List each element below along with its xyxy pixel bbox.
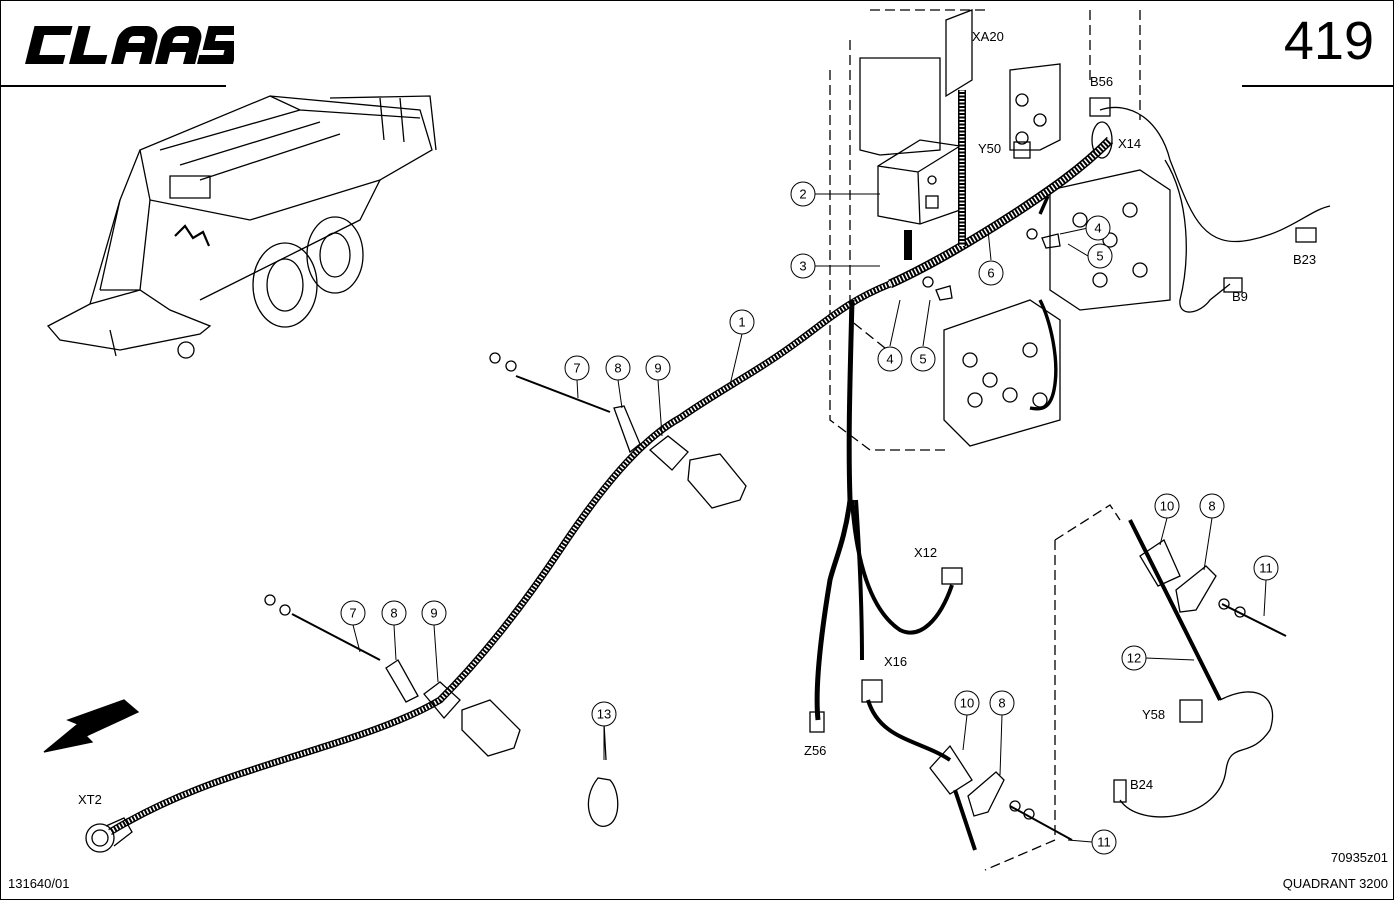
washer-4 <box>922 276 934 288</box>
callout-7-lower: 7 <box>340 600 366 626</box>
connector-x12 <box>941 567 963 585</box>
connector-b56 <box>1089 97 1111 117</box>
harness-clamp-lower <box>264 594 521 757</box>
svg-text:2: 2 <box>799 187 806 202</box>
valve-block-lower <box>943 299 1061 447</box>
harness-clamp-right <box>1119 519 1287 818</box>
callout-13: 13 <box>591 701 617 727</box>
svg-text:8: 8 <box>614 361 621 376</box>
label-x16: X16 <box>884 654 907 669</box>
callout-8-upper: 8 <box>605 355 631 381</box>
callout-1: 1 <box>729 309 755 335</box>
callout-11-bottom: 11 <box>1091 829 1117 855</box>
callout-7-upper: 7 <box>564 355 590 381</box>
harness-clamp-bottom <box>929 744 1073 851</box>
connector-y58 <box>1179 699 1203 723</box>
cable-tie <box>587 723 619 827</box>
connector-labels: XA20 B56 Y50 X14 B23 B9 X12 X16 Z56 Y58 … <box>78 29 1316 807</box>
callout-2: 2 <box>790 181 816 207</box>
label-b9: B9 <box>1232 289 1248 304</box>
connector-x14 <box>1091 121 1113 159</box>
connector-b23 <box>1295 227 1317 243</box>
label-y50: Y50 <box>978 141 1001 156</box>
svg-text:5: 5 <box>1096 249 1103 264</box>
baler-overview-sketch <box>46 95 437 359</box>
svg-text:11: 11 <box>1097 835 1111 850</box>
valve-block-upper <box>1009 63 1171 311</box>
harness-clamp-upper <box>489 352 747 509</box>
leader-lines <box>352 193 1267 843</box>
model-name: QUADRANT 3200 <box>1282 876 1388 891</box>
svg-text:1: 1 <box>738 315 745 330</box>
svg-text:13: 13 <box>597 707 611 722</box>
connector-x16 <box>861 679 883 703</box>
callout-5-upper: 5 <box>1087 243 1113 269</box>
xa20-module <box>945 9 973 98</box>
callout-5: 5 <box>910 346 936 372</box>
svg-text:5: 5 <box>919 352 926 367</box>
svg-text:8: 8 <box>998 696 1005 711</box>
svg-text:4: 4 <box>1094 221 1101 236</box>
svg-text:4: 4 <box>886 352 893 367</box>
connector-y50 <box>1013 141 1031 159</box>
frame-outline <box>829 9 1141 871</box>
washer-4-upper <box>1026 228 1038 240</box>
label-xa20: XA20 <box>972 29 1004 44</box>
label-b23: B23 <box>1293 252 1316 267</box>
claas-logo <box>25 26 234 64</box>
screw-5 <box>935 285 953 301</box>
screw-5-upper <box>1041 233 1061 249</box>
drawing-code: 70935z01 <box>1330 850 1388 865</box>
svg-text:9: 9 <box>430 606 437 621</box>
svg-text:7: 7 <box>349 606 356 621</box>
direction-arrow <box>43 699 140 753</box>
svg-text:10: 10 <box>960 696 974 711</box>
svg-text:7: 7 <box>573 361 580 376</box>
callout-8-right: 8 <box>1199 493 1225 519</box>
connector-z56 <box>809 711 825 733</box>
document-reference: 131640/01 <box>8 876 70 891</box>
callout-10-bottom: 10 <box>954 690 980 716</box>
callout-9-lower: 9 <box>421 600 447 626</box>
label-xt2: XT2 <box>78 792 102 807</box>
connector-b24 <box>1113 779 1127 803</box>
label-b56: B56 <box>1090 74 1113 89</box>
callout-3: 3 <box>790 253 816 279</box>
callout-9-upper: 9 <box>645 355 671 381</box>
callout-8-bottom: 8 <box>989 690 1015 716</box>
svg-text:3: 3 <box>799 259 806 274</box>
connector-xt2 <box>85 817 133 853</box>
callout-4: 4 <box>877 346 903 372</box>
control-unit-outline <box>859 57 941 156</box>
callout-10-right: 10 <box>1154 493 1180 519</box>
svg-text:12: 12 <box>1127 651 1141 666</box>
callout-6: 6 <box>978 260 1004 286</box>
svg-text:9: 9 <box>654 361 661 376</box>
svg-text:8: 8 <box>1208 499 1215 514</box>
connector-b9 <box>1223 277 1243 293</box>
svg-text:11: 11 <box>1259 561 1273 576</box>
page-number: 419 <box>1283 11 1374 71</box>
label-y58: Y58 <box>1142 707 1165 722</box>
label-z56: Z56 <box>804 743 826 758</box>
label-x12: X12 <box>914 545 937 560</box>
callout-11-right: 11 <box>1253 555 1279 581</box>
label-x14: X14 <box>1118 136 1141 151</box>
callout-4-upper: 4 <box>1085 215 1111 241</box>
callouts: 1 2 3 4 5 4 5 6 7 8 9 7 8 9 10 8 11 12 1… <box>340 181 1279 855</box>
main-harness-1 <box>108 90 1331 836</box>
label-b24: B24 <box>1130 777 1153 792</box>
callout-12: 12 <box>1121 645 1147 671</box>
svg-text:10: 10 <box>1160 499 1174 514</box>
callout-8-lower: 8 <box>381 600 407 626</box>
svg-text:6: 6 <box>987 266 994 281</box>
svg-text:8: 8 <box>390 606 397 621</box>
